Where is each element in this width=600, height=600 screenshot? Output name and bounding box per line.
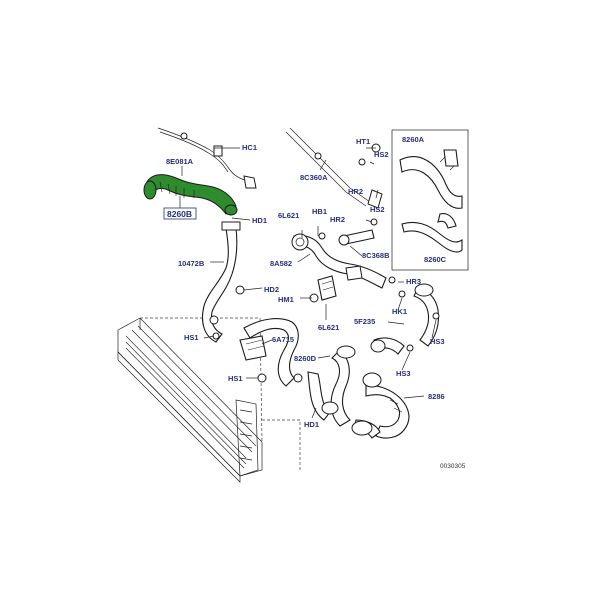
label-hd2[interactable]: HD2 [264,285,279,294]
hose-8a582 [291,233,387,289]
label-hs2-b[interactable]: HS2 [370,205,385,214]
label-hd1-top[interactable]: HD1 [252,216,267,225]
label-8260b[interactable]: 8260B [167,209,192,219]
label-hk1[interactable]: HK1 [392,307,407,316]
label-10472b[interactable]: 10472B [178,259,205,268]
hose-8260d [307,345,356,427]
hose-6a715 [239,318,299,387]
hose-10472b [201,221,241,343]
label-8c360a[interactable]: 8C360A [300,173,328,182]
label-5f235[interactable]: 5F235 [354,317,375,326]
label-hr2-a[interactable]: HR2 [348,187,363,196]
label-8286[interactable]: 8286 [428,392,445,401]
detail-box [391,129,469,271]
label-8a582[interactable]: 8A582 [270,259,292,268]
label-8260c[interactable]: 8260C [424,255,447,264]
label-hs1-a[interactable]: HS1 [184,333,199,342]
label-hs3-a[interactable]: HS3 [430,337,445,346]
label-8e081a[interactable]: 8E081A [166,157,194,166]
pipe-8c368b [338,229,375,246]
label-6a715[interactable]: 6A715 [272,335,294,344]
part-labels: HC1 8E081A 8260B HD1 8C360A HT1 HS2 HR2 … [163,135,447,429]
label-6l621-b[interactable]: 6L621 [318,323,339,332]
label-hs2[interactable]: HS2 [374,150,389,159]
label-hm1[interactable]: HM1 [278,295,294,304]
hose-8286 [351,372,410,439]
label-ht1[interactable]: HT1 [356,137,370,146]
bleed-tube [157,127,257,189]
label-8c368b[interactable]: 8C368B [362,251,390,260]
leader-lines [179,147,437,419]
hose-8260b-highlighted[interactable] [143,174,238,216]
label-8260b-box [163,207,197,220]
small-hose-6l621 [317,275,337,301]
reference-number: 0030305 [440,463,466,470]
radiator [117,317,301,483]
label-8260d[interactable]: 8260D [294,354,317,363]
label-hc1[interactable]: HC1 [242,143,257,152]
label-8260a[interactable]: 8260A [402,135,425,144]
hose-5f235 [370,283,440,355]
label-hr3[interactable]: HR3 [406,277,421,286]
label-hs3-b[interactable]: HS3 [396,369,411,378]
label-hb1[interactable]: HB1 [312,207,327,216]
label-hs1-b[interactable]: HS1 [228,374,243,383]
label-hr2-b[interactable]: HR2 [330,215,345,224]
label-hd1-bottom[interactable]: HD1 [304,420,319,429]
label-6l621-a[interactable]: 6L621 [278,211,299,220]
hose-8c360a [285,127,383,209]
